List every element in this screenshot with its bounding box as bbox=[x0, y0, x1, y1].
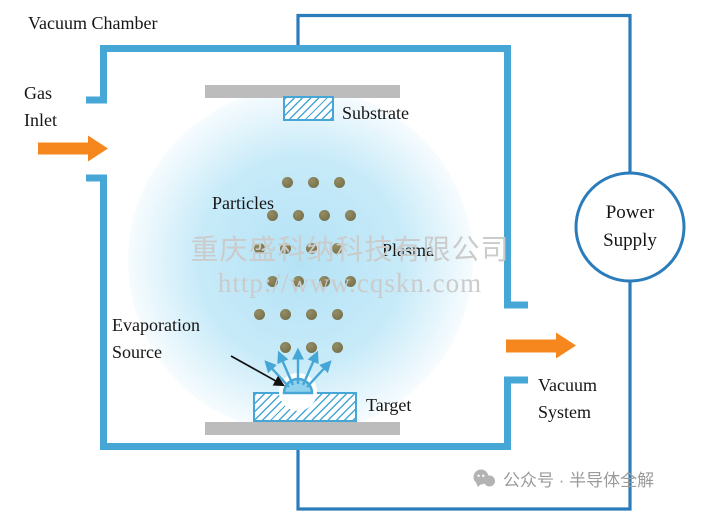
power-supply-label: Power Supply bbox=[575, 199, 685, 255]
gas-inlet-label-line1: Gas bbox=[24, 83, 52, 103]
particle-dot bbox=[344, 209, 356, 221]
particle-dot bbox=[318, 209, 330, 221]
particle-dot bbox=[281, 176, 293, 188]
particle-dot bbox=[279, 341, 291, 353]
gas-inlet-arrow bbox=[38, 135, 108, 162]
power-supply-label-line2: Supply bbox=[603, 230, 657, 251]
target-label: Target bbox=[366, 395, 412, 415]
vacuum-system-label-line2: System bbox=[538, 402, 592, 422]
particle-dot bbox=[331, 308, 343, 320]
vacuum-system-arrow bbox=[506, 332, 576, 359]
footer-watermark: 公众号 · 半导体全解 bbox=[472, 466, 654, 491]
substrate-label: Substrate bbox=[342, 103, 409, 123]
substrate-block bbox=[283, 96, 334, 121]
particle-dot bbox=[305, 341, 317, 353]
particle-dot bbox=[292, 209, 304, 221]
evaporation-source-label-line1: Evaporation bbox=[112, 315, 200, 335]
particle-dot bbox=[333, 176, 345, 188]
particles-label: Particles bbox=[212, 193, 274, 213]
evaporation-source-label-line2: Source bbox=[112, 342, 162, 362]
particle-dot bbox=[331, 341, 343, 353]
plasma-label: Plasma bbox=[382, 240, 434, 260]
particle-dot bbox=[305, 308, 317, 320]
target-holder-bar bbox=[205, 422, 400, 435]
watermark-url: http://www.cqskn.com bbox=[217, 268, 483, 298]
wechat-bubbles-icon bbox=[473, 469, 495, 487]
evaporation-source-label: Evaporation Source bbox=[112, 312, 200, 366]
footer-watermark-text: 公众号 · 半导体全解 bbox=[503, 471, 655, 490]
gas-inlet-label: Gas Inlet bbox=[24, 80, 57, 134]
particle-dot bbox=[253, 308, 265, 320]
vacuum-system-label-line1: Vacuum bbox=[538, 375, 597, 395]
particle-dot bbox=[279, 308, 291, 320]
particle-dot bbox=[307, 176, 319, 188]
watermark-company: 重庆盛科纳科技有限公司 bbox=[190, 235, 510, 266]
vacuum-system-label: Vacuum System bbox=[538, 372, 597, 426]
power-supply-label-line1: Power bbox=[605, 202, 655, 223]
gas-inlet-label-line2: Inlet bbox=[24, 110, 57, 130]
vacuum-chamber-label: Vacuum Chamber bbox=[28, 13, 158, 33]
target-block bbox=[253, 392, 357, 422]
